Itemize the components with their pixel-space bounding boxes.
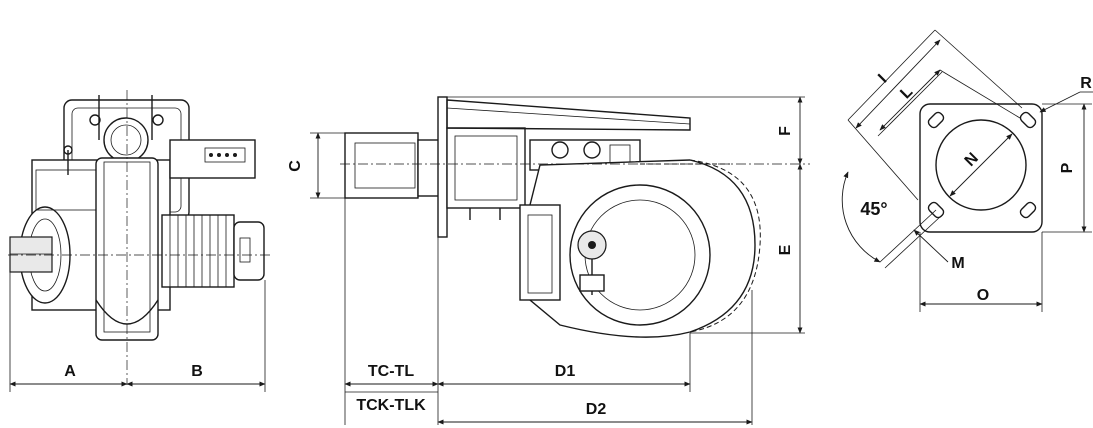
label-F: F xyxy=(777,126,794,136)
front-view xyxy=(8,90,270,392)
label-M: M xyxy=(951,255,964,272)
label-D2: D2 xyxy=(586,401,607,418)
label-TC-TL: TC-TL xyxy=(368,363,414,380)
flange-view xyxy=(841,29,1093,312)
burner-head xyxy=(344,132,419,199)
mounting-flange xyxy=(437,96,448,238)
label-C: C xyxy=(287,160,304,172)
label-R: R xyxy=(1080,75,1092,92)
label-B: B xyxy=(191,363,203,380)
blast-tube xyxy=(446,127,526,209)
label-O: O xyxy=(977,287,989,304)
label-angle: 45° xyxy=(860,199,887,219)
fan-volute xyxy=(529,159,756,338)
front-control-box xyxy=(169,139,256,179)
label-TCK-TLK: TCK-TLK xyxy=(356,397,426,414)
front-motor xyxy=(161,214,235,288)
label-P: P xyxy=(1059,162,1076,173)
label-L: L xyxy=(897,83,916,102)
label-D1: D1 xyxy=(555,363,576,380)
label-E: E xyxy=(777,244,794,255)
label-A: A xyxy=(64,363,76,380)
side-view xyxy=(310,96,810,425)
